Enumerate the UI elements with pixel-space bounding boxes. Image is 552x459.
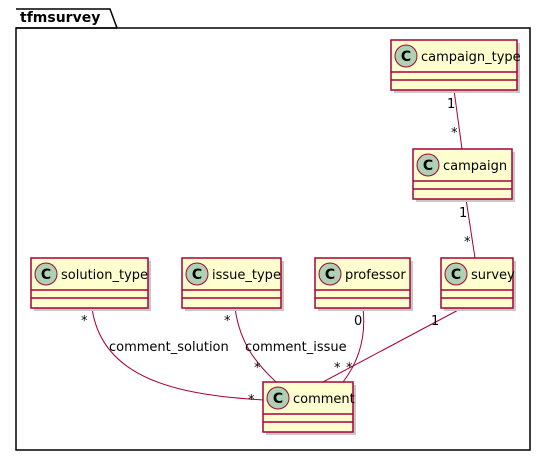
- class-stereotype-icon: [318, 262, 342, 286]
- association-line: [91, 307, 264, 401]
- class-name: professor: [345, 268, 406, 283]
- association-line: [453, 89, 463, 150]
- multiplicity-source: 1: [447, 97, 455, 112]
- class-name: survey: [471, 268, 515, 283]
- association-label: comment_issue: [245, 340, 347, 355]
- multiplicity-target: *: [248, 393, 255, 408]
- class-name: comment: [293, 392, 355, 407]
- class-stereotype-icon: [185, 262, 209, 286]
- class-name: issue_type: [212, 268, 281, 283]
- association-line: [322, 307, 463, 383]
- multiplicity-source: *: [81, 314, 88, 329]
- association-line: [234, 307, 277, 383]
- class-stereotype-icon: [444, 262, 468, 286]
- association-solution_type-comment: * * comment_solution: [81, 307, 264, 408]
- stereotype-letter: C: [192, 267, 202, 283]
- association-campaign-survey: 1*: [459, 198, 476, 259]
- class-name: solution_type: [61, 268, 148, 283]
- package-title: tfmsurvey: [20, 10, 100, 26]
- class-name: campaign: [443, 159, 507, 174]
- association-label: comment_solution: [109, 340, 229, 355]
- multiplicity-source: 1: [459, 206, 467, 221]
- multiplicity-source: 1: [431, 314, 439, 329]
- multiplicity-source: 0: [354, 314, 362, 329]
- association-campaign_type-campaign: 1*: [447, 89, 463, 150]
- class-stereotype-icon: [394, 44, 418, 68]
- association-line: [342, 307, 365, 383]
- association-professor-comment: 0*: [342, 307, 365, 383]
- multiplicity-source: *: [224, 314, 231, 329]
- stereotype-letter: C: [325, 267, 335, 283]
- multiplicity-target: *: [254, 361, 261, 376]
- stereotype-letter: C: [401, 49, 411, 65]
- multiplicity-target: *: [346, 361, 353, 376]
- multiplicity-target: *: [334, 361, 341, 376]
- association-issue_type-comment: * * comment_issue: [224, 307, 347, 383]
- associations-layer: 1*1***comment_solution**comment_issue0*1…: [81, 89, 476, 408]
- class-stereotype-icon: [416, 153, 440, 177]
- class-name: campaign_type: [421, 50, 521, 65]
- stereotype-letter: C: [423, 158, 433, 174]
- multiplicity-target: *: [451, 126, 458, 141]
- stereotype-letter: C: [273, 391, 283, 407]
- stereotype-letter: C: [451, 267, 461, 283]
- stereotype-letter: C: [41, 267, 51, 283]
- association-survey-comment: 1*: [322, 307, 463, 383]
- class-stereotype-icon: [34, 262, 58, 286]
- multiplicity-target: *: [464, 235, 471, 250]
- association-line: [465, 198, 476, 259]
- class-stereotype-icon: [266, 386, 290, 410]
